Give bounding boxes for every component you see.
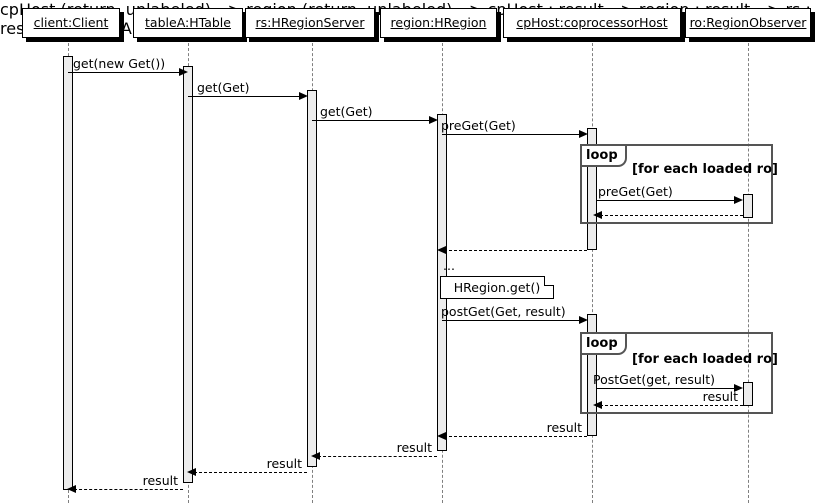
arrowhead-left xyxy=(593,400,602,409)
fragment-guard-1: [for each loaded ro] xyxy=(632,162,778,177)
note-label: HRegion.get() xyxy=(453,280,541,295)
message-label-get-new-get: get(new Get()) xyxy=(73,56,166,71)
fragment-loop-2: loop xyxy=(580,332,773,414)
message-label-result-cphost-region: result xyxy=(546,420,582,435)
ellipsis-annotation: ... xyxy=(443,258,455,273)
participant-client[interactable]: client:Client xyxy=(22,8,120,38)
arrowhead-left xyxy=(187,467,196,476)
arrowhead-left xyxy=(437,431,446,440)
activation-cpHost-pre xyxy=(587,128,597,250)
message-label-result-tablea-client: result xyxy=(142,473,178,488)
fragment-operator-label: loop xyxy=(582,146,627,167)
fragment-operator-label: loop xyxy=(582,334,627,355)
participant-label: client:Client xyxy=(33,14,109,30)
activation-ro-pre xyxy=(743,194,753,218)
message-line-postget-return xyxy=(600,405,743,406)
message-line-cphost-region-return xyxy=(444,250,587,251)
arrowhead-right xyxy=(734,195,743,204)
lifeline-cpHost xyxy=(592,38,593,503)
arrowhead-right xyxy=(579,315,588,324)
arrowhead-right xyxy=(179,67,188,76)
message-label-get-get-1: get(Get) xyxy=(197,80,250,95)
message-label-preget-2: preGet(Get) xyxy=(598,184,673,199)
arrowhead-left xyxy=(437,245,446,254)
participant-label: cpHost:coprocessorHost xyxy=(516,14,668,30)
message-line-result-rs-tablea xyxy=(194,472,307,473)
message-label-preget-1: preGet(Get) xyxy=(441,118,516,133)
message-line-postget-2 xyxy=(597,388,734,389)
message-line-preget-2 xyxy=(597,200,734,201)
participant-label: ro:RegionObserver xyxy=(689,14,807,30)
arrowhead-right xyxy=(429,115,438,124)
participant-region[interactable]: region:HRegion xyxy=(380,8,497,38)
participant-label: region:HRegion xyxy=(390,14,487,30)
activation-cpHost-post xyxy=(587,314,597,436)
message-label-result-rs-tablea: result xyxy=(266,456,302,471)
message-line-preget-1 xyxy=(442,134,579,135)
message-line-get-get-2 xyxy=(312,120,429,121)
arrowhead-right xyxy=(579,129,588,138)
arrowhead-right xyxy=(299,91,308,100)
note-fold-corner xyxy=(544,276,554,286)
activation-client xyxy=(63,56,73,490)
fragment-guard-2: [for each loaded ro] xyxy=(632,352,778,367)
participant-rs[interactable]: rs:HRegionServer xyxy=(245,8,375,38)
activation-ro-post xyxy=(743,382,753,406)
arrowhead-left xyxy=(311,451,320,460)
activation-rs xyxy=(307,90,317,467)
fragment-loop-1: loop xyxy=(580,144,773,224)
arrowhead-right xyxy=(734,383,743,392)
message-line-result-cphost-region xyxy=(444,436,587,437)
message-label-result-region-rs: result xyxy=(396,440,432,455)
message-label-postget-return: result xyxy=(702,389,738,404)
message-line-result-tablea-client xyxy=(74,489,183,490)
activation-tableA xyxy=(183,66,193,483)
arrowhead-left xyxy=(593,210,602,219)
participant-label: rs:HRegionServer xyxy=(255,14,365,30)
fragment-operator-text: loop xyxy=(586,336,618,351)
message-line-result-region-rs xyxy=(318,456,437,457)
arrowhead-left xyxy=(67,484,76,493)
message-line-preget-return xyxy=(600,215,743,216)
message-line-get-new-get xyxy=(68,72,179,73)
note-hregion-get: HRegion.get() xyxy=(440,276,554,299)
message-line-postget-1 xyxy=(442,320,579,321)
lifeline-ro xyxy=(748,38,749,503)
participant-tableA[interactable]: tableA:HTable xyxy=(133,8,243,38)
message-label-postget-2: PostGet(get, result) xyxy=(593,372,716,387)
participant-cpHost[interactable]: cpHost:coprocessorHost xyxy=(503,8,681,38)
fragment-operator-text: loop xyxy=(586,148,618,163)
message-label-get-get-2: get(Get) xyxy=(320,104,373,119)
participant-ro[interactable]: ro:RegionObserver xyxy=(685,8,811,38)
message-label-postget-1: postGet(Get, result) xyxy=(441,304,566,319)
participant-label: tableA:HTable xyxy=(145,14,231,30)
message-line-get-get-1 xyxy=(188,96,299,97)
